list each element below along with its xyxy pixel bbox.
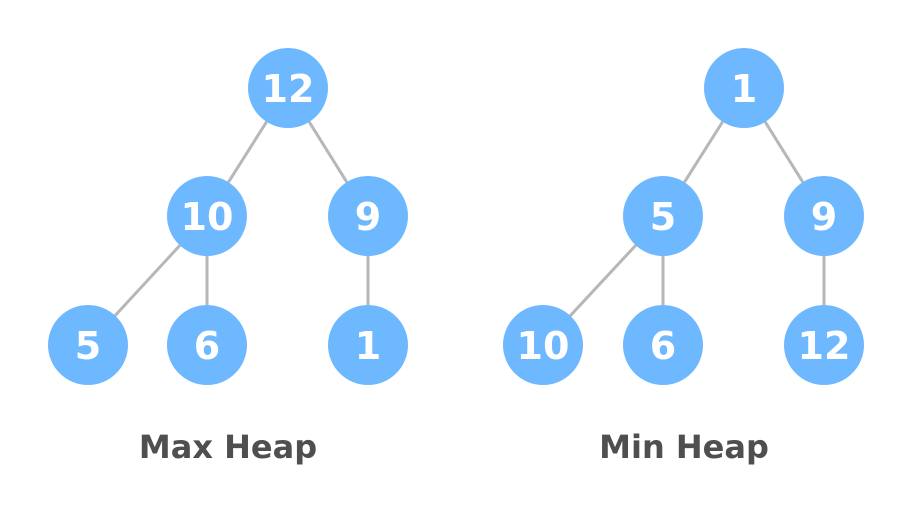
node-circle [704, 48, 784, 128]
node-value: 1 [355, 324, 381, 368]
node-circle [623, 176, 703, 256]
min-heap-title: Min Heap [599, 428, 769, 466]
max-heap-title: Max Heap [139, 428, 317, 466]
node-value: 10 [181, 195, 234, 239]
node-value: 5 [650, 195, 676, 239]
node-circle [328, 305, 408, 385]
min-heap-node: 12 [784, 305, 864, 385]
max-heap-node: 10 [167, 176, 247, 256]
max-heap-edge [306, 118, 350, 186]
min-heap-nodes: 1 5 9 10 6 12 [503, 48, 864, 385]
max-heap-node: 12 [248, 48, 328, 128]
node-value: 10 [517, 324, 570, 368]
min-heap-tree: 1 5 9 10 6 12 Min Heap [503, 48, 864, 466]
max-heap-edge [112, 242, 183, 319]
node-circle [503, 305, 583, 385]
node-circle [623, 305, 703, 385]
node-circle [328, 176, 408, 256]
min-heap-node: 10 [503, 305, 583, 385]
max-heap-node: 1 [328, 305, 408, 385]
node-circle [784, 305, 864, 385]
min-heap-edge [681, 118, 726, 186]
max-heap-node: 6 [167, 305, 247, 385]
min-heap-node: 1 [704, 48, 784, 128]
max-heap-tree: 12 10 9 5 6 1 Max Heap [48, 48, 408, 466]
node-circle [48, 305, 128, 385]
node-value: 12 [262, 67, 315, 111]
node-value: 6 [650, 324, 676, 368]
node-value: 9 [811, 195, 837, 239]
node-circle [167, 305, 247, 385]
node-value: 5 [75, 324, 101, 368]
min-heap-edge [762, 118, 806, 186]
node-circle [784, 176, 864, 256]
max-heap-nodes: 12 10 9 5 6 1 [48, 48, 408, 385]
node-circle [167, 176, 247, 256]
max-heap-edges [112, 118, 370, 319]
min-heap-edge [567, 242, 639, 319]
max-heap-node: 9 [328, 176, 408, 256]
min-heap-edges [567, 118, 826, 319]
max-heap-edge [225, 118, 270, 186]
min-heap-node: 9 [784, 176, 864, 256]
node-circle [248, 48, 328, 128]
min-heap-node: 5 [623, 176, 703, 256]
node-value: 6 [194, 324, 220, 368]
node-value: 12 [798, 324, 851, 368]
max-heap-node: 5 [48, 305, 128, 385]
min-heap-node: 6 [623, 305, 703, 385]
node-value: 1 [731, 67, 757, 111]
node-value: 9 [355, 195, 381, 239]
